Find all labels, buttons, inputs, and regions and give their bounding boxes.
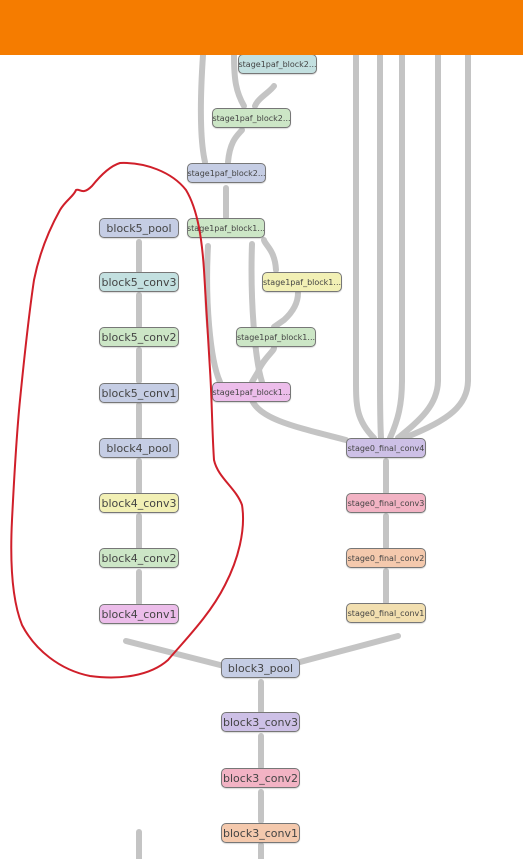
node-stage1paf-block1-yellow[interactable]: stage1paf_block1... xyxy=(262,272,342,292)
node-block3-conv3[interactable]: block3_conv3 xyxy=(221,712,300,732)
node-block3-pool[interactable]: block3_pool xyxy=(221,658,300,678)
node-stage0-final-conv3[interactable]: stage0_final_conv3 xyxy=(346,493,426,513)
node-stage1paf-block2-a[interactable]: stage1paf_block2... xyxy=(212,108,291,128)
node-block5-conv3[interactable]: block5_conv3 xyxy=(99,272,179,292)
node-stage1paf-block2-b[interactable]: stage1paf_block2... xyxy=(187,163,266,183)
node-stage0-final-conv2[interactable]: stage0_final_conv2 xyxy=(346,548,426,568)
node-block4-conv3[interactable]: block4_conv3 xyxy=(99,493,179,513)
node-stage0-final-conv4[interactable]: stage0_final_conv4 xyxy=(346,438,426,458)
node-block3-conv2[interactable]: block3_conv2 xyxy=(221,768,300,788)
node-stage1paf-block1-green2[interactable]: stage1paf_block1... xyxy=(236,327,316,347)
node-stage1paf-block2-top[interactable]: stage1paf_block2... xyxy=(238,54,317,74)
node-block5-conv1[interactable]: block5_conv1 xyxy=(99,383,179,403)
node-block5-pool[interactable]: block5_pool xyxy=(99,218,179,238)
node-block3-conv1[interactable]: block3_conv1 xyxy=(221,823,300,843)
header-bar xyxy=(0,0,523,55)
node-stage1paf-block1-green[interactable]: stage1paf_block1... xyxy=(187,218,265,238)
node-block4-conv2[interactable]: block4_conv2 xyxy=(99,548,179,568)
node-stage0-final-conv1[interactable]: stage0_final_conv1 xyxy=(346,603,426,623)
node-block4-pool[interactable]: block4_pool xyxy=(99,438,179,458)
node-block5-conv2[interactable]: block5_conv2 xyxy=(99,327,179,347)
node-stage1paf-block1-pink[interactable]: stage1paf_block1... xyxy=(212,382,291,402)
node-block4-conv1[interactable]: block4_conv1 xyxy=(99,604,179,624)
